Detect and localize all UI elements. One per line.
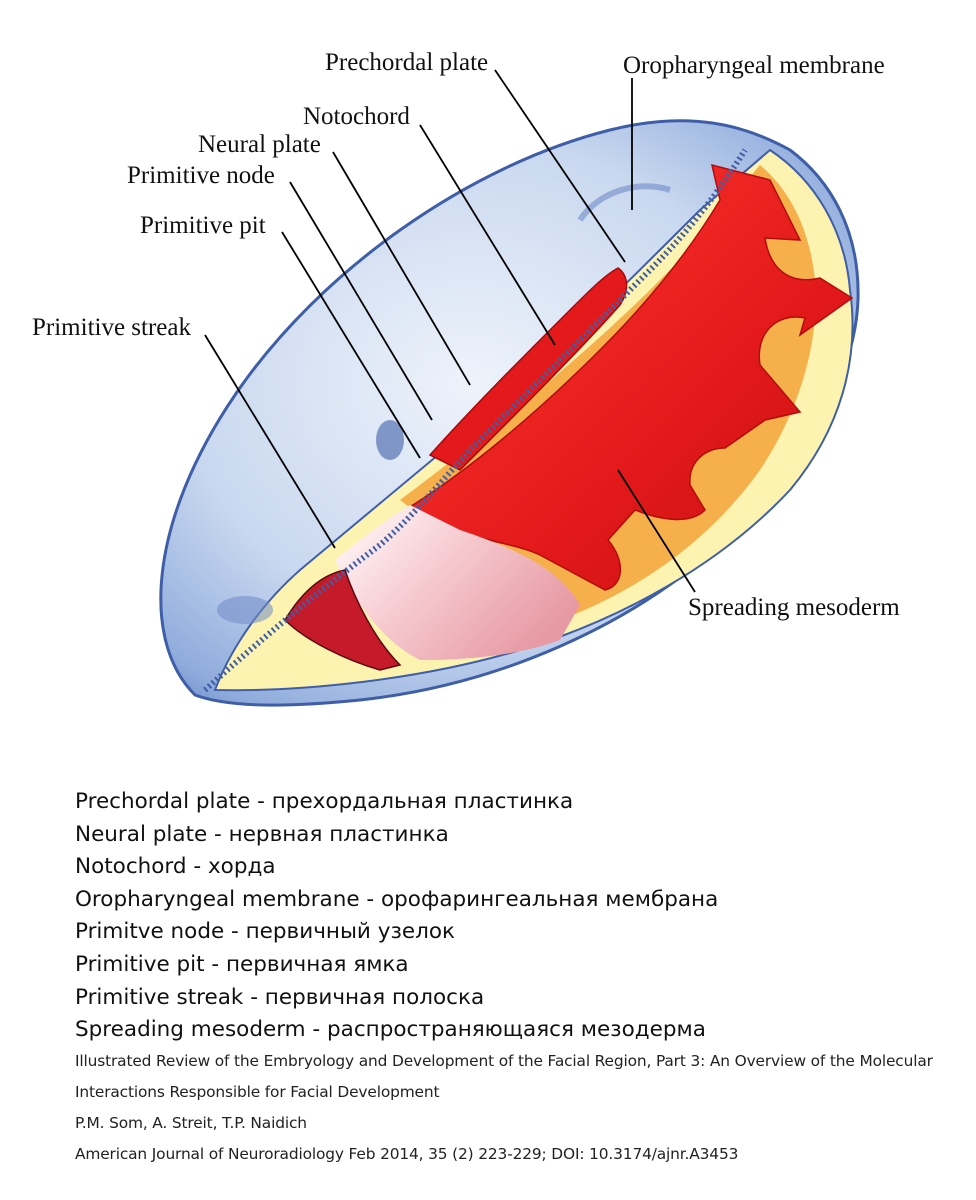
- glossary-item: Spreading mesoderm - распространяющаяся …: [75, 1017, 706, 1043]
- leader-neural-plate: [332, 151, 471, 386]
- oropharyngeal-shade: [577, 183, 671, 222]
- notochord-shape: [428, 267, 628, 471]
- leader-notochord: [419, 124, 556, 346]
- leader-spreading-mesoderm: [617, 469, 696, 593]
- embryo-diagram: Prechordal plate Oropharyngeal membrane …: [32, 49, 900, 707]
- glossary-item: Neural plate - нервная пластинка: [75, 821, 449, 847]
- citation-title-line-1: Illustrated Review of the Embryology and…: [75, 1052, 933, 1070]
- label-prechordal-plate: Prechordal plate: [325, 49, 488, 76]
- glossary-item: Primitve node - первичный узелок: [75, 919, 455, 945]
- citation-journal: American Journal of Neuroradiology Feb 2…: [75, 1145, 739, 1163]
- label-primitive-streak: Primitive streak: [32, 314, 191, 341]
- label-spreading-mesoderm: Spreading mesoderm: [688, 594, 900, 621]
- label-oropharyngeal-membrane: Oropharyngeal membrane: [623, 52, 885, 79]
- leader-primitive-streak: [204, 334, 336, 549]
- citation: Illustrated Review of the Embryology and…: [75, 1046, 970, 1170]
- glossary-item: Primitive pit - первичная ямка: [75, 951, 409, 977]
- glossary-item: Oropharyngeal membrane - орофарингеальна…: [75, 886, 719, 912]
- glossary-item: Primitive streak - первичная полоска: [75, 984, 485, 1010]
- leader-primitive-node: [289, 181, 433, 421]
- streak-groove: [284, 569, 402, 671]
- citation-authors: P.M. Som, A. Streit, T.P. Naidich: [75, 1114, 307, 1132]
- primitive-streak-cut: [335, 505, 580, 660]
- leader-prechordal-plate: [494, 69, 626, 263]
- glossary-item: Notochord - хорда: [75, 854, 276, 880]
- node-shade: [217, 596, 273, 624]
- label-primitive-node: Primitive node: [127, 162, 275, 189]
- spreading-mesoderm-shape: [403, 163, 854, 591]
- glossary-list: Prechordal plate - прехордальная пластин…: [75, 786, 965, 1047]
- primitive-pit-shade: [376, 420, 404, 460]
- label-notochord: Notochord: [303, 103, 410, 130]
- ectoderm-cut-edge: [202, 148, 748, 693]
- label-neural-plate: Neural plate: [198, 131, 321, 158]
- glossary-item: Prechordal plate - прехордальная пластин…: [75, 789, 574, 814]
- citation-title-line-2: Interactions Responsible for Facial Deve…: [75, 1083, 440, 1101]
- label-primitive-pit: Primitive pit: [140, 212, 266, 239]
- leader-primitive-pit: [281, 231, 421, 459]
